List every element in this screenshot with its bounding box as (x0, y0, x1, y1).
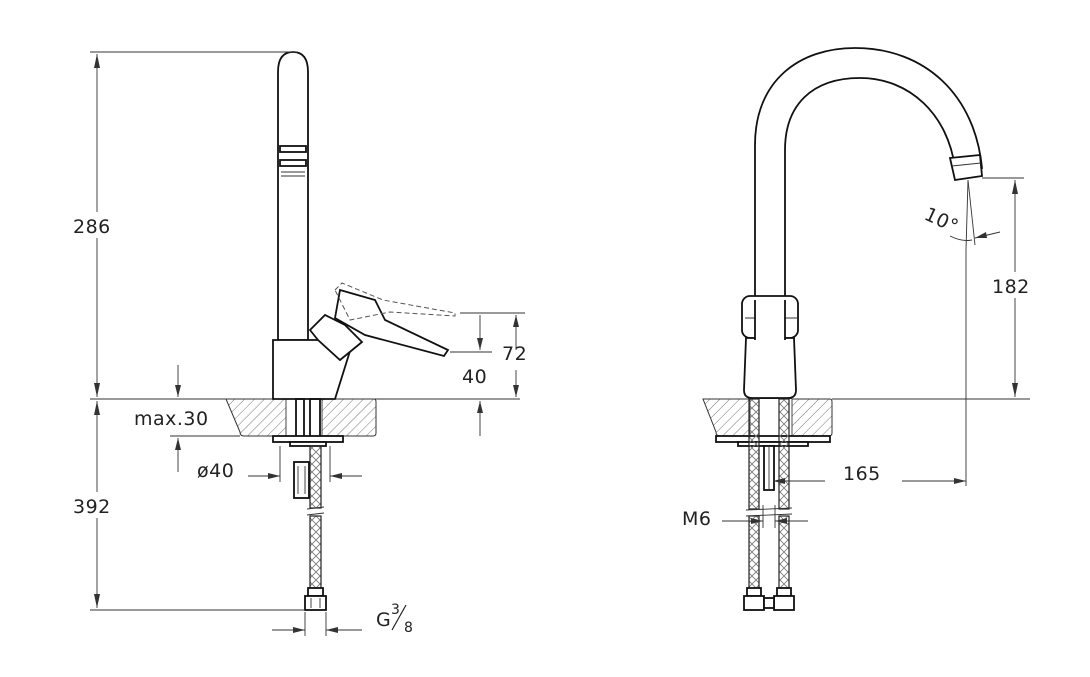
dimension-72-label: 72 (502, 343, 527, 365)
countertop-left (225, 398, 377, 437)
dimension-286: 286 (70, 51, 298, 397)
thread-prefix-label: G (376, 609, 391, 631)
thread-denominator-label: 8 (404, 620, 413, 636)
dimension-m6-label: M6 (682, 508, 711, 530)
countertop-right (702, 398, 833, 437)
supply-hoses-front (743, 398, 795, 611)
dimension-spout-angle: 10° (921, 179, 1001, 251)
thread-numerator-label: 3 (391, 602, 400, 618)
spout-side (277, 51, 309, 341)
dimension-165-label: 165 (843, 463, 881, 485)
dimension-hole-diameter: ø40 (197, 446, 362, 482)
dimension-40-label: 40 (462, 366, 487, 388)
mixer-body-side (272, 313, 364, 400)
dimension-286-label: 286 (73, 216, 111, 238)
dimension-m6: M6 (682, 505, 808, 530)
dimension-165: 165 (773, 250, 967, 486)
dimension-angle-label: 10° (921, 203, 962, 238)
front-view: 10° 182 165 (682, 47, 1040, 611)
supply-hose-side (304, 445, 327, 611)
dimension-392: 392 (70, 401, 305, 611)
dimension-182-label: 182 (992, 276, 1030, 298)
dimension-lever-heights: 72 40 (450, 312, 527, 436)
side-view: 286 392 max.30 ø40 (70, 51, 527, 636)
mounting-stem-side (272, 398, 344, 499)
dimension-thread: G 3 8 (272, 602, 413, 636)
mixer-body-front (741, 295, 799, 399)
dimension-max30-label: max.30 (134, 408, 209, 430)
dimension-max30: max.30 (134, 365, 240, 472)
spout-front (754, 47, 983, 331)
lever-side (334, 282, 456, 358)
mounting-stem-front (715, 435, 831, 491)
dimension-392-label: 392 (73, 496, 111, 518)
dimension-hole-diameter-label: ø40 (197, 460, 234, 482)
dimension-182: 182 (982, 177, 1040, 397)
